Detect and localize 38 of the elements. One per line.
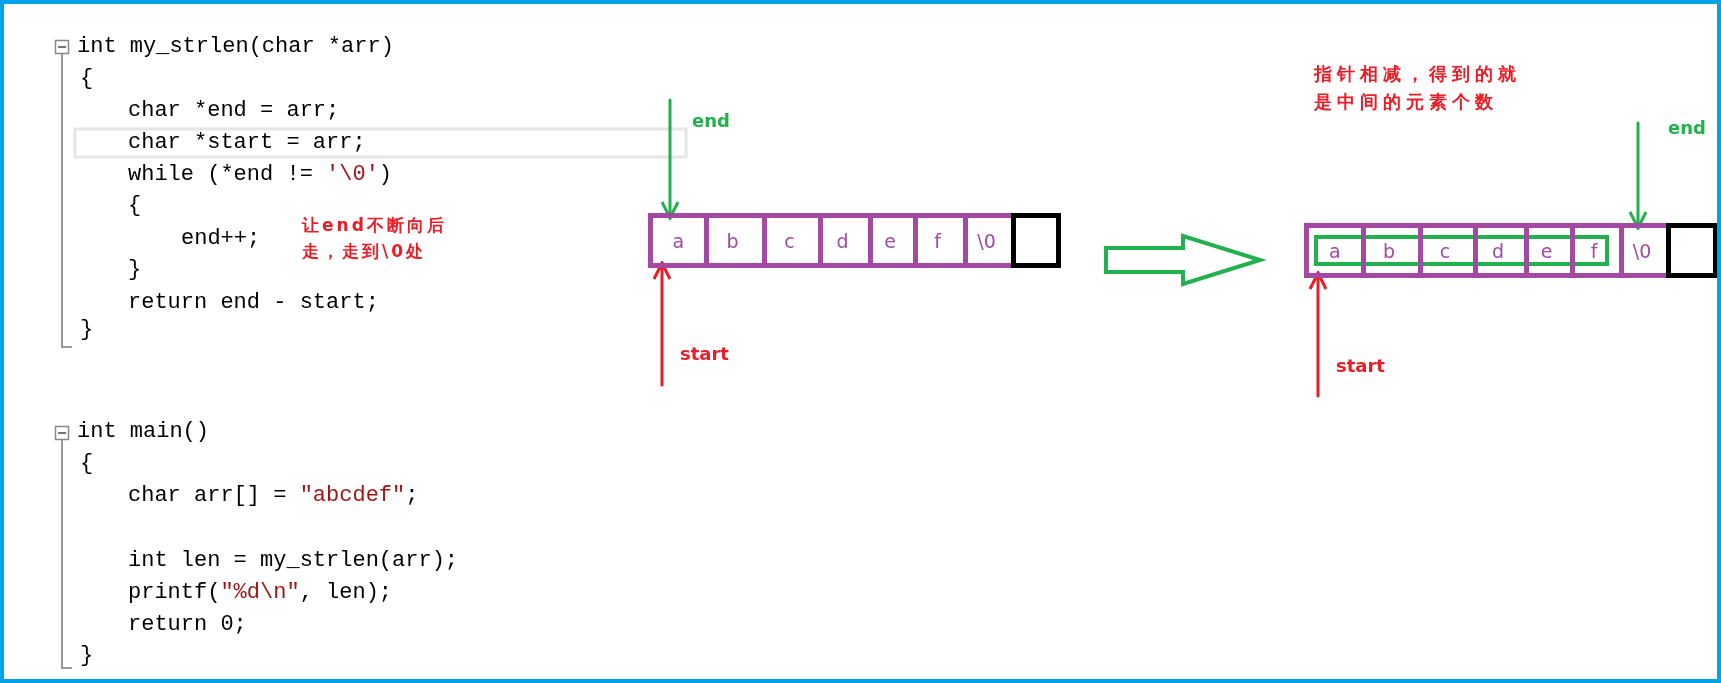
code-line: char *end = arr; <box>128 97 340 125</box>
code-line: { <box>80 450 94 478</box>
code-line: int main() <box>77 418 210 446</box>
char-array <box>1304 223 1718 278</box>
code-line: } <box>80 642 94 670</box>
cell-text: \0 <box>1632 239 1652 262</box>
code-line: } <box>128 256 142 284</box>
cell-text: a <box>672 229 685 252</box>
cell-text: b <box>1382 239 1396 262</box>
code-line: int len = my_strlen(arr); <box>128 547 459 575</box>
cell-text: d <box>836 229 849 252</box>
cell-text: c <box>784 229 795 252</box>
code-line: { <box>80 65 94 93</box>
cell-text: a <box>1328 239 1341 262</box>
annotation-note: 让end不断向后走，走到\0处 <box>302 214 448 264</box>
range-highlight-box <box>1314 235 1609 266</box>
cell-text: f <box>934 229 941 252</box>
code-line: { <box>128 192 142 220</box>
code-line: } <box>80 316 94 344</box>
char-array <box>648 213 1061 268</box>
cell-text: c <box>1439 239 1451 262</box>
cell-text: f <box>1590 239 1598 262</box>
array-cell <box>1010 213 1061 268</box>
cell-text: e <box>884 229 896 252</box>
cell-text: e <box>1540 239 1553 262</box>
code-line: return end - start; <box>128 289 379 317</box>
code-line: return 0; <box>128 611 247 639</box>
code-line: char arr[] = "abcdef"; <box>128 482 419 510</box>
code-line: char *start = arr; <box>128 129 366 157</box>
code-line: int my_strlen(char *arr) <box>77 33 394 61</box>
cell-text: d <box>1491 239 1505 262</box>
code-line: printf("%d\n", len); <box>128 579 393 607</box>
code-line: end++; <box>181 225 261 253</box>
cell-text: b <box>726 229 739 252</box>
cell-text: \0 <box>977 229 996 252</box>
annotation-note: 指针相减，得到的就是中间的元素个数 <box>1314 62 1522 114</box>
code-line: while (*end != '\0') <box>128 161 393 189</box>
array-cell <box>1665 223 1718 278</box>
